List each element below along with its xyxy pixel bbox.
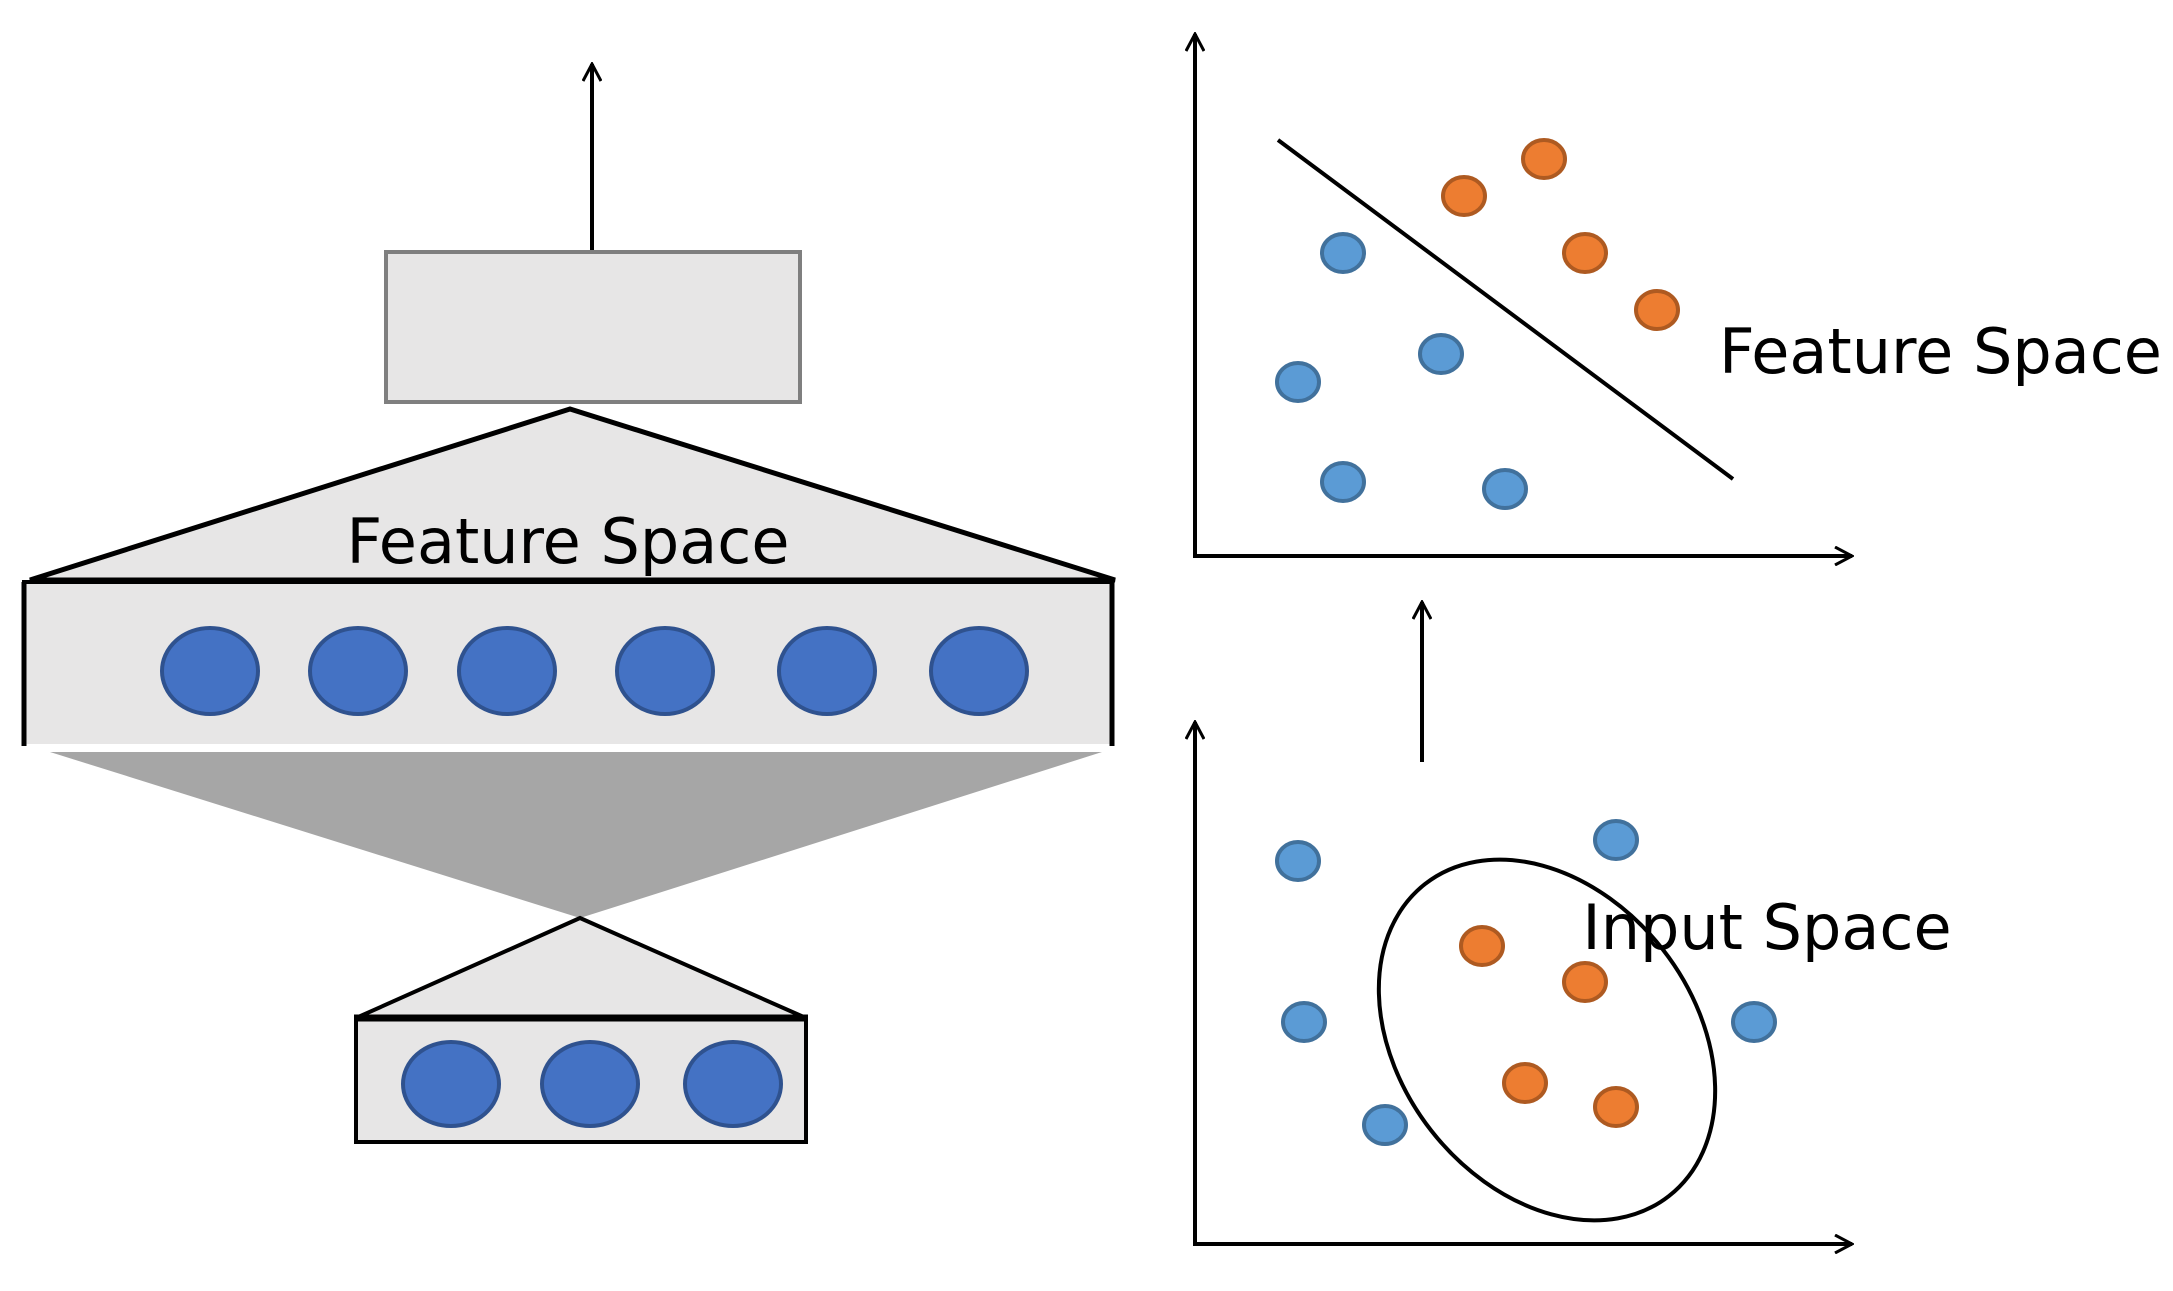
blue-point	[1281, 1001, 1327, 1043]
blue-point	[1275, 361, 1321, 403]
input-node	[401, 1040, 501, 1128]
orange-point	[1459, 925, 1505, 967]
orange-point	[1441, 175, 1487, 217]
hidden-node	[457, 626, 557, 716]
blue-point	[1731, 1001, 1777, 1043]
feature-blue-points	[1275, 232, 1528, 510]
output-box	[384, 250, 802, 404]
input-orange-points	[1459, 925, 1639, 1128]
decision-boundary-line	[1276, 138, 1735, 481]
feature-space-plot: Feature Space	[1193, 34, 2162, 556]
hidden-node	[615, 626, 715, 716]
orange-point	[1502, 1062, 1548, 1104]
network-diagram: Feature Space	[21, 64, 1116, 1144]
input-node	[683, 1040, 783, 1128]
blue-point	[1418, 333, 1464, 375]
blue-point	[1320, 232, 1366, 274]
hidden-node	[160, 626, 260, 716]
input-space-label: Input Space	[1582, 891, 1951, 964]
orange-point	[1562, 232, 1608, 274]
feature-orange-points	[1441, 138, 1680, 331]
network-feature-label: Feature Space	[347, 505, 790, 578]
input-space-plot: Input Space	[1193, 722, 1952, 1287]
orange-point	[1634, 289, 1680, 331]
cluster-ellipse	[1376, 857, 1718, 1223]
orange-point	[1562, 961, 1608, 1003]
hidden-layer-nodes	[160, 626, 1029, 716]
blue-point	[1275, 840, 1321, 882]
hidden-node	[929, 626, 1029, 716]
input-triangle	[355, 915, 807, 1020]
feature-space-label: Feature Space	[1719, 315, 2162, 388]
blue-point	[1362, 1104, 1408, 1146]
blue-point	[1320, 461, 1366, 503]
hidden-node	[777, 626, 877, 716]
input-blue-points	[1275, 819, 1777, 1146]
orange-point	[1593, 1086, 1639, 1128]
input-node	[540, 1040, 640, 1128]
hidden-node	[308, 626, 408, 716]
blue-point	[1593, 819, 1639, 861]
expansion-funnel	[50, 752, 1102, 918]
input-layer-nodes	[401, 1040, 783, 1128]
orange-point	[1521, 138, 1567, 180]
blue-point	[1482, 468, 1528, 510]
